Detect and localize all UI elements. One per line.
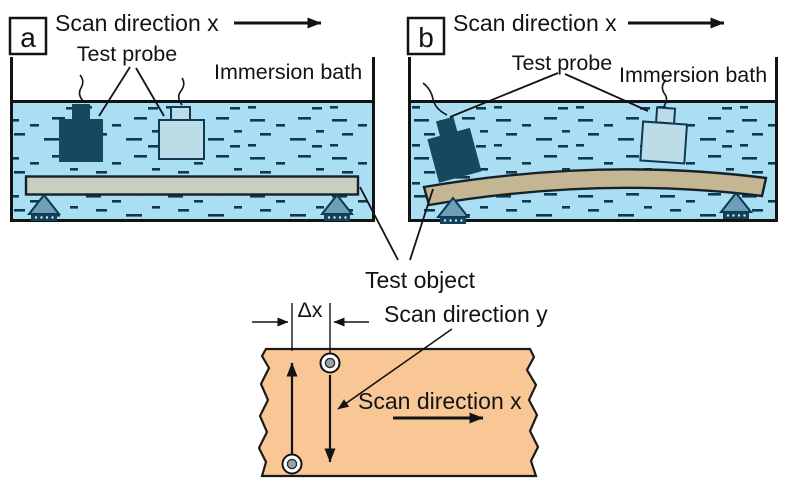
probe-position-marker-center	[286, 458, 298, 470]
tank-a	[10, 57, 375, 222]
panel-b-scan-direction-label: Scan direction x	[453, 10, 617, 36]
delta-x-label: Δx	[297, 298, 322, 322]
leader-line	[564, 73, 649, 112]
panel-b: b Scan direction x Test probe Immersion …	[406, 10, 778, 225]
probe-position-marker-center	[324, 357, 336, 369]
leader-line	[449, 72, 559, 118]
scan-plan: Δx Scan direction y Scan direction x	[252, 298, 548, 478]
leader-line	[135, 67, 165, 117]
test-probe-label-b: Test probe	[512, 51, 612, 75]
panel-a-tag: a	[20, 22, 36, 53]
scan-direction-y-label: Scan direction y	[384, 301, 548, 327]
immersion-bath-label-a: Immersion bath	[214, 60, 362, 84]
panel-a: a Scan direction x Test probe Immersion …	[8, 10, 375, 222]
probe-cable-dark-b	[422, 82, 448, 116]
test-probe-dark-b	[427, 116, 482, 183]
panel-b-tag-box	[406, 16, 446, 56]
specimen-plate	[257, 347, 540, 478]
test-probe-dark-a	[59, 104, 103, 162]
test-probe-light-a	[158, 106, 205, 160]
test-object-label: Test object	[365, 267, 476, 293]
test-probe-label-a: Test probe	[77, 42, 177, 66]
scan-direction-x-label: Scan direction x	[358, 388, 522, 414]
test-object-curved	[422, 168, 768, 207]
delta-x-dimension: Δx	[252, 298, 369, 353]
panel-a-scan-direction-label: Scan direction x	[55, 10, 219, 36]
test-probe-light-b	[639, 106, 689, 165]
tank-b	[408, 57, 778, 222]
test-object-flat	[24, 175, 360, 196]
panel-a-tag-box	[8, 16, 48, 56]
immersion-bath-label-b: Immersion bath	[619, 63, 767, 87]
test-object-callout: Test object	[359, 186, 476, 293]
leader-line	[359, 186, 399, 261]
leader-line	[98, 66, 131, 117]
panel-b-tag: b	[418, 22, 434, 53]
leader-line	[409, 188, 434, 261]
probe-cable-light-a	[177, 77, 185, 106]
scan-y-leader	[337, 328, 453, 410]
probe-cable-dark-a	[78, 74, 85, 103]
probe-cable-light-b	[661, 79, 668, 107]
